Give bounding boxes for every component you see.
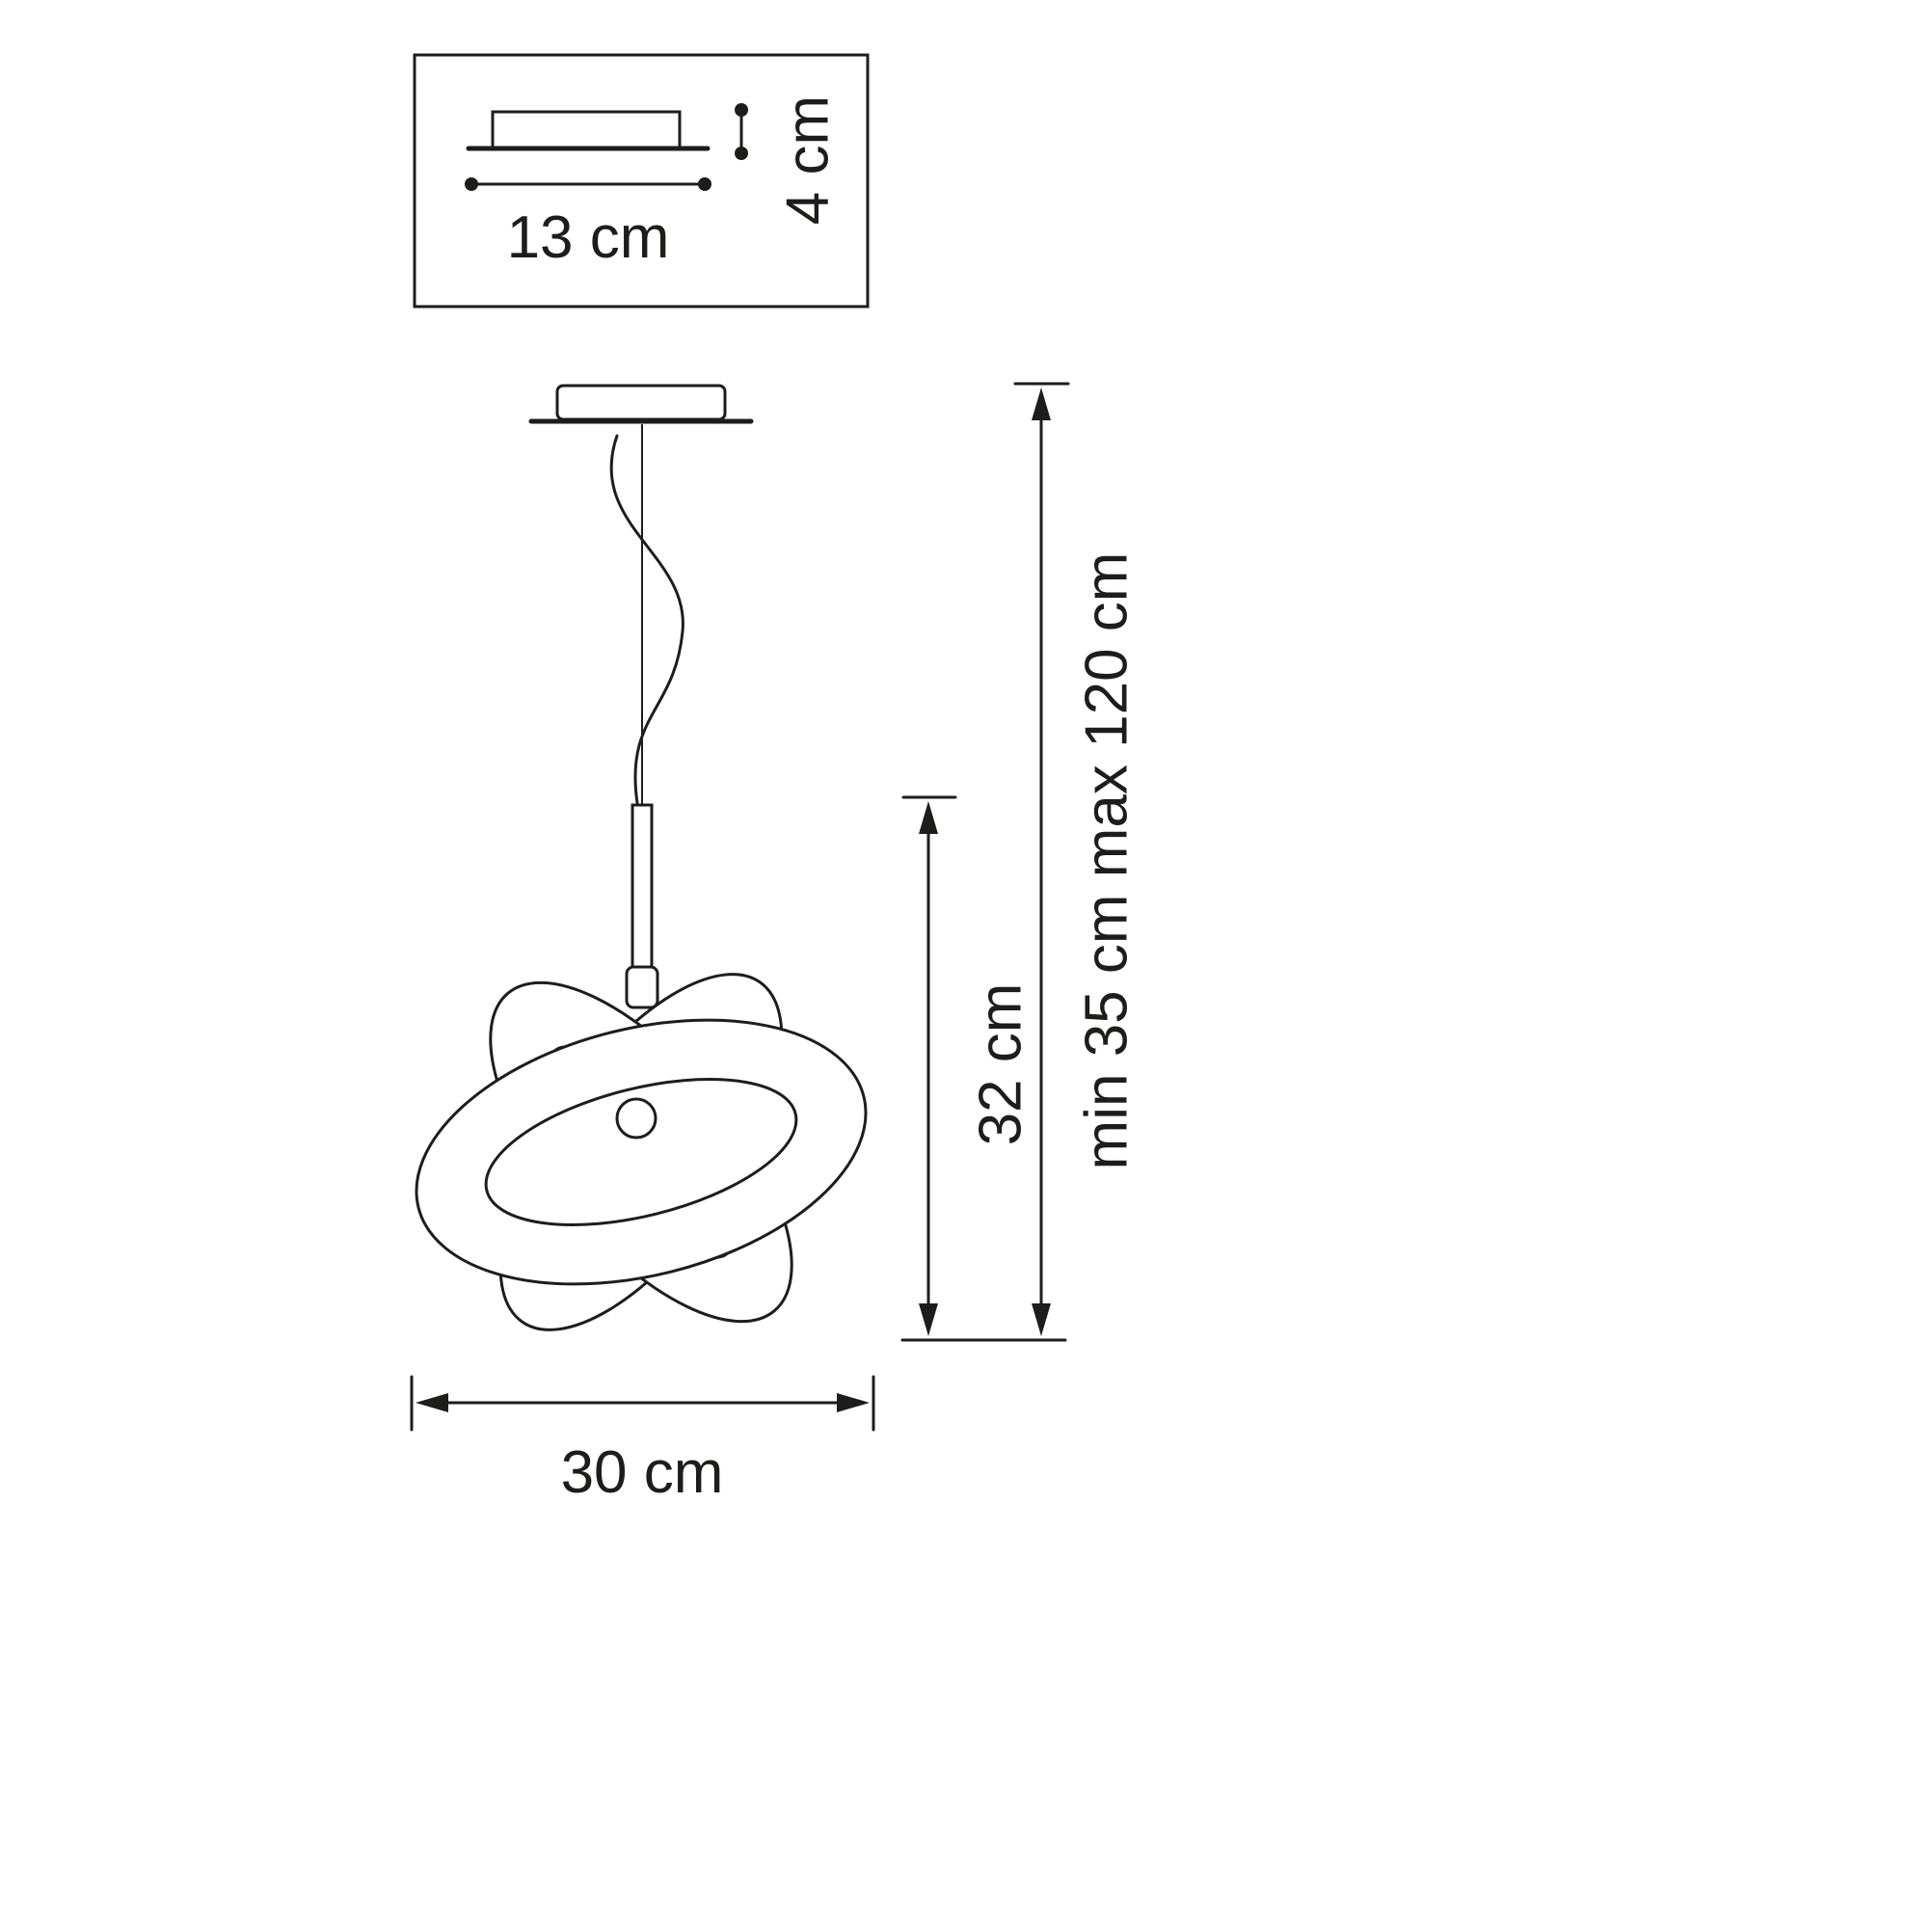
pendant-drawing — [415, 384, 868, 1331]
arrow-right-icon — [837, 1393, 870, 1412]
lamp-shade — [415, 973, 868, 1331]
canopy-height-dimension: 4 cm — [735, 95, 842, 225]
shade-width-dimension: 30 cm — [410, 1375, 875, 1506]
shade-height-label: 32 cm — [968, 983, 1034, 1146]
arrow-down-icon — [919, 1303, 938, 1336]
arrow-left-icon — [416, 1393, 448, 1412]
dimension-dot — [465, 177, 478, 191]
canopy-width-dimension: 13 cm — [465, 177, 711, 271]
canopy-cup — [555, 384, 727, 421]
dimension-dot — [735, 147, 748, 160]
canopy-width-label: 13 cm — [507, 204, 670, 271]
dimension-dot — [735, 103, 748, 117]
power-cord — [609, 434, 684, 805]
arrow-up-icon — [919, 801, 938, 834]
dimension-dot — [698, 177, 711, 191]
shade-band-front — [415, 1018, 868, 1286]
suspension-range-dimension: min 35 cm max 120 cm — [1013, 382, 1140, 1336]
shade-width-label: 30 cm — [561, 1439, 724, 1506]
shade-height-dimension: 32 cm — [901, 795, 1034, 1336]
inset-border — [413, 53, 870, 309]
band-outer — [415, 1018, 868, 1286]
canopy-side-view — [491, 110, 682, 149]
stem-rod — [631, 803, 654, 969]
arrow-down-icon — [1032, 1303, 1051, 1336]
ceiling-canopy — [528, 384, 754, 424]
canopy-detail-inset: 13 cm 4 cm — [413, 53, 870, 309]
canopy-height-label: 4 cm — [775, 95, 842, 225]
band-inner — [484, 1078, 798, 1226]
shade-connector — [625, 965, 659, 1009]
arrow-up-icon — [1032, 388, 1051, 420]
center-screw — [615, 1097, 657, 1140]
suspension-range-label: min 35 cm max 120 cm — [1074, 552, 1140, 1170]
